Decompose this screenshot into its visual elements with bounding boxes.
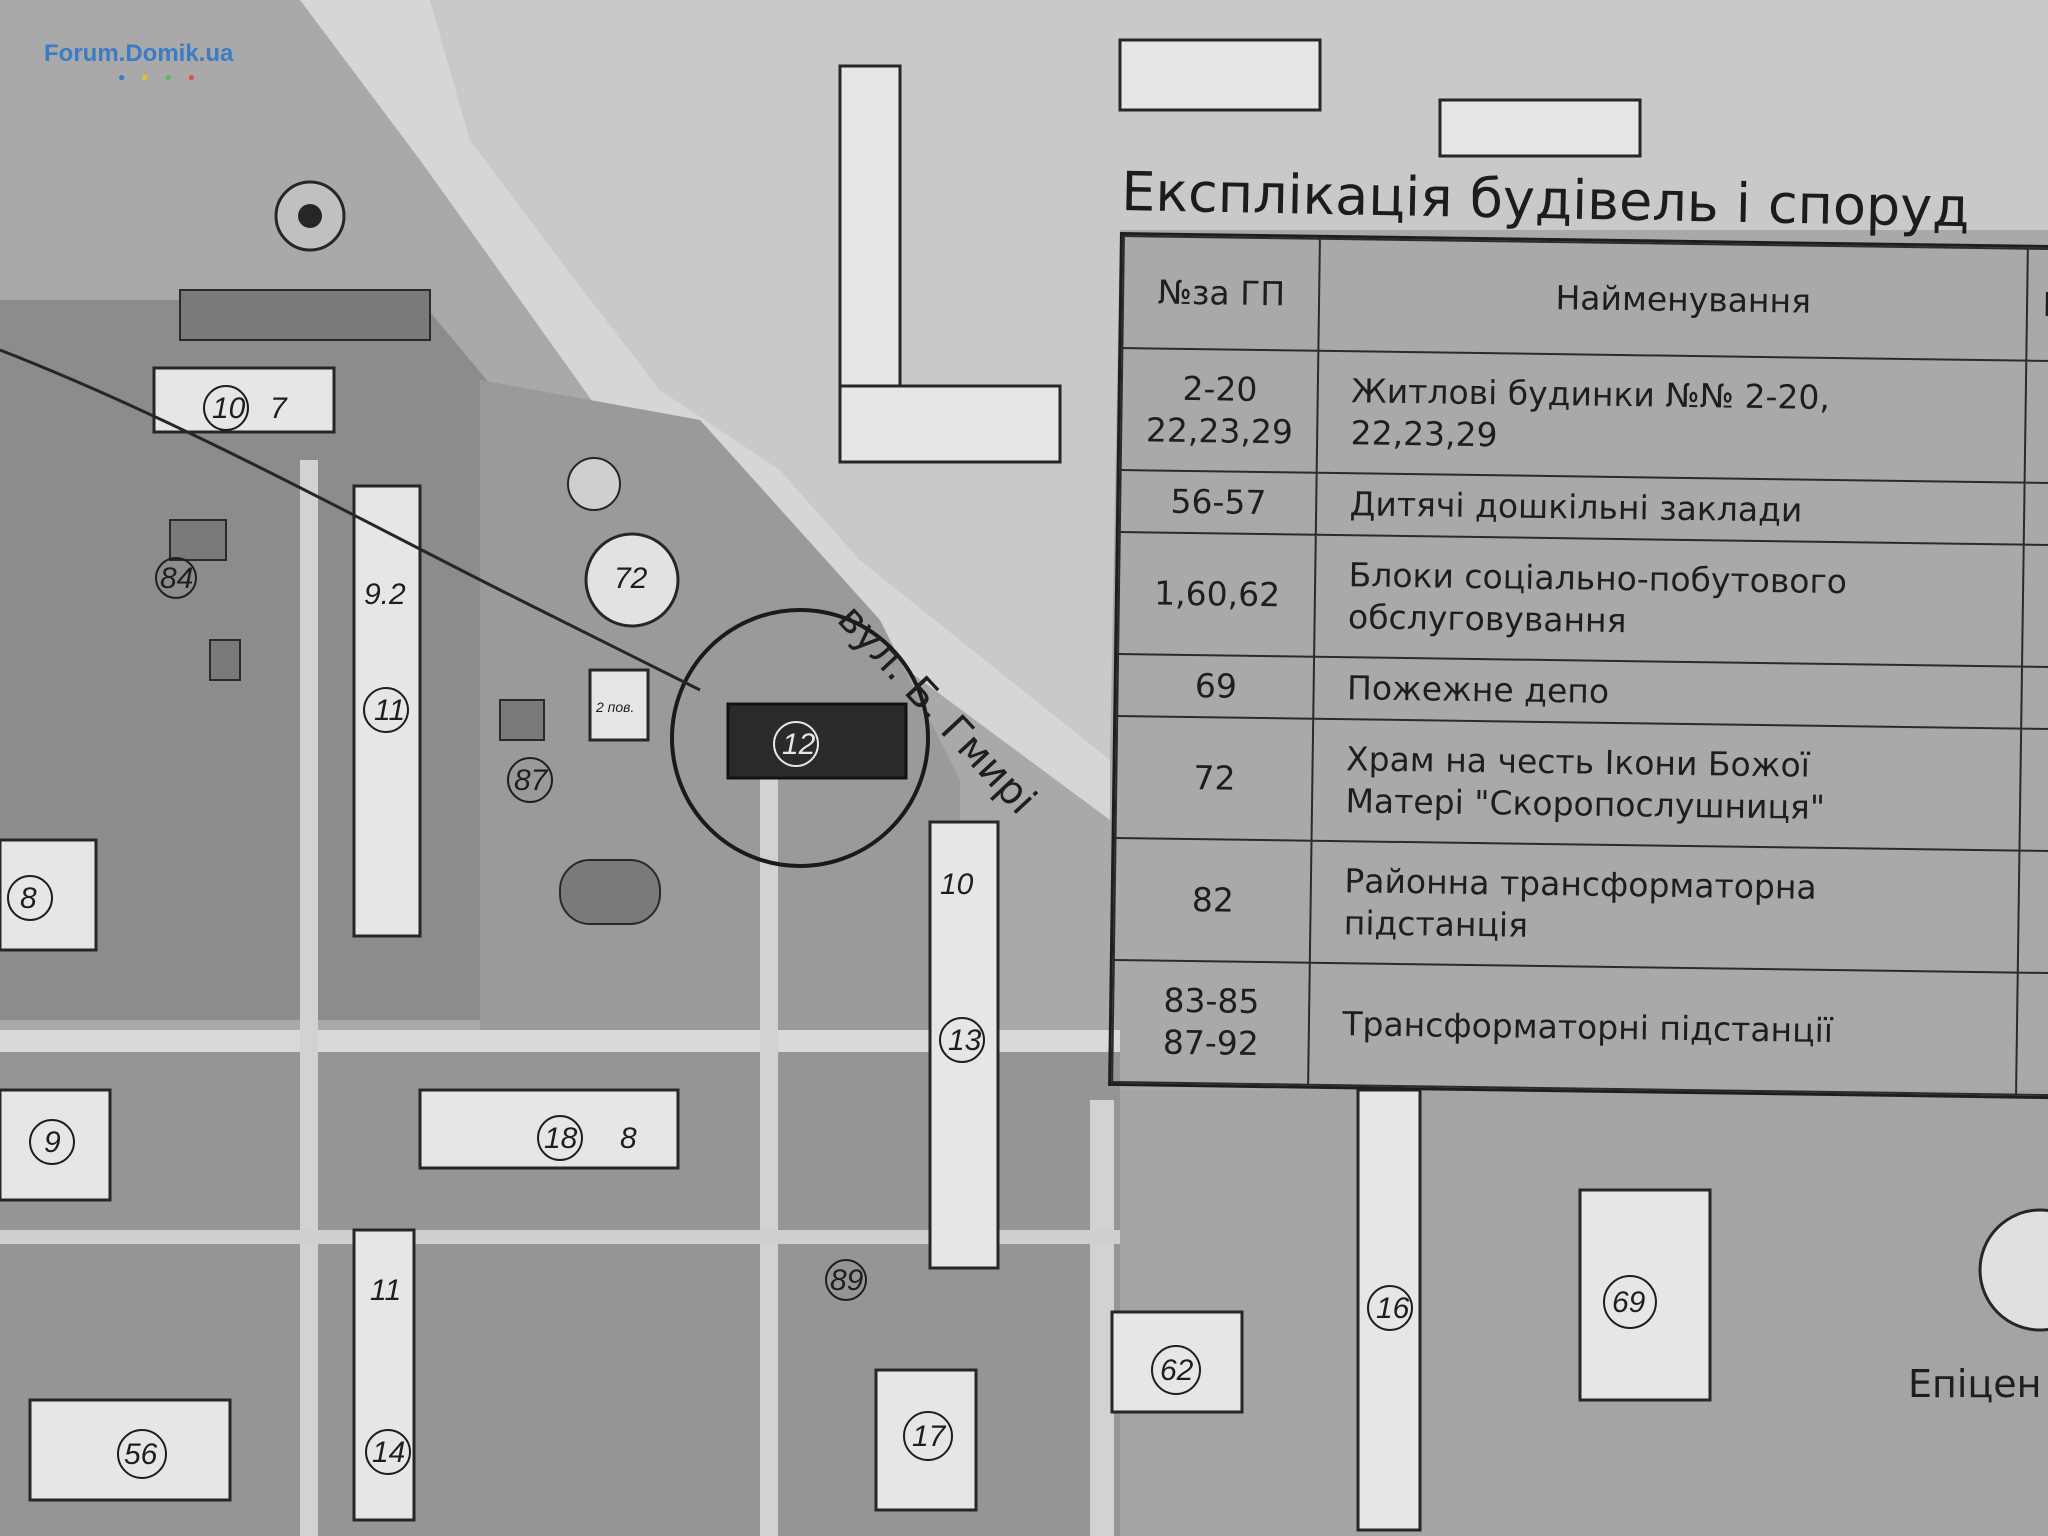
church-72 <box>584 532 680 628</box>
label-building: 56 <box>124 1438 158 1471</box>
row-name: Районна трансформаторна підстанція <box>1310 841 2020 973</box>
label-building: 10 <box>940 868 974 901</box>
row-number: 1,60,62 <box>1118 532 1317 657</box>
table-row: 1,60,62 Блоки соціально-побутового обслу… <box>1118 532 2048 668</box>
row-extra <box>2021 544 2048 668</box>
store-marker <box>1978 1208 2048 1332</box>
label-building: 11 <box>374 694 405 727</box>
column-header-name: Найменування <box>1318 238 2028 361</box>
street-horizontal <box>0 1030 1120 1052</box>
roundabout-center <box>298 204 322 228</box>
table-row: 2-20 22,23,29 Житлові будинки №№ 2-20, 2… <box>1120 348 2048 484</box>
building-11 <box>352 484 422 938</box>
store-label: Епіцен <box>1908 1362 2042 1406</box>
building-18 <box>418 1088 680 1170</box>
street-vertical-central <box>760 760 778 1536</box>
row-number: 2-20 22,23,29 <box>1120 348 1319 473</box>
building-17 <box>874 1368 978 1512</box>
church-annex <box>567 457 621 511</box>
label-building: 89 <box>830 1264 864 1297</box>
pen-route-line <box>0 348 701 692</box>
column-header-extra: П <box>2026 248 2048 362</box>
watermark-dots: ●●●● <box>118 70 211 84</box>
label-building: 17 <box>912 1420 947 1453</box>
label-building: 13 <box>948 1024 982 1057</box>
label-building: 18 <box>544 1122 578 1155</box>
building-56 <box>28 1398 232 1502</box>
row-name: Блоки соціально-побутового обслуговуванн… <box>1314 534 2024 667</box>
small-structure-87 <box>499 699 545 741</box>
table-row: 72 Храм на честь Ікони Божої Матері "Ско… <box>1115 716 2048 852</box>
row-extra <box>2023 482 2048 546</box>
row-number: 83-85 87-92 <box>1112 960 1311 1085</box>
row-name: Храм на честь Ікони Божої Матері "Скороп… <box>1311 719 2022 851</box>
small-structure-84 <box>169 519 227 561</box>
explication-table: №за ГП Найменування П 2-20 22,23,29 Житл… <box>1108 232 2048 1100</box>
row-name: Житлові будинки №№ 2-20, 22,23,29 <box>1317 350 2027 483</box>
highlight-circle <box>670 608 930 868</box>
table-row: 82 Районна трансформаторна підстанція <box>1113 838 2048 974</box>
building-north-horizontal <box>838 384 1062 464</box>
label-building: 16 <box>1376 1292 1410 1325</box>
row-extra <box>2024 360 2048 484</box>
label-building: 9 <box>44 1126 61 1159</box>
building-62 <box>1110 1310 1244 1414</box>
building-14 <box>352 1228 416 1522</box>
street-vertical-west <box>300 460 318 1536</box>
small-structure <box>209 639 241 681</box>
main-road <box>300 0 1110 820</box>
row-extra <box>2021 666 2048 730</box>
row-extra <box>2015 972 2048 1096</box>
building-8 <box>0 838 98 952</box>
label-building: 62 <box>1160 1354 1194 1387</box>
row-extra <box>2017 850 2048 974</box>
building-2-floors <box>588 668 650 742</box>
label-building: 69 <box>1612 1286 1646 1319</box>
row-number: 82 <box>1113 838 1312 963</box>
label-floors: 2 пов. <box>595 699 634 715</box>
label-building: 11 <box>370 1274 401 1307</box>
label-building: 9.2 <box>364 578 406 611</box>
label-building: 72 <box>614 562 648 595</box>
label-building: 87 <box>514 764 549 797</box>
label-building: 84 <box>160 562 193 595</box>
row-number: 56-57 <box>1119 469 1318 535</box>
row-number: 72 <box>1115 716 1314 842</box>
upper-open-area <box>430 0 2048 760</box>
building-69 <box>1578 1188 1712 1402</box>
sports-ground <box>559 859 661 925</box>
row-name: Пожежне депо <box>1313 656 2022 730</box>
street-horizontal-south <box>0 1230 1120 1244</box>
label-building: 7 <box>270 392 288 425</box>
watermark-logo: Forum.Domik.ua <box>44 40 234 67</box>
row-extra <box>2019 729 2048 852</box>
table-row: 83-85 87-92 Трансформаторні підстанції <box>1112 960 2048 1096</box>
label-building: 14 <box>372 1436 405 1469</box>
street-vertical-east <box>1090 1100 1114 1536</box>
label-building: 10 <box>212 392 246 425</box>
building-north-east <box>1118 38 1322 112</box>
parking-north <box>179 289 431 341</box>
label-building: 8 <box>620 1122 637 1155</box>
label-building-highlighted: 12 <box>782 728 816 761</box>
row-name: Трансформаторні підстанції <box>1308 962 2018 1095</box>
building-north-east-2 <box>1438 98 1642 158</box>
row-name: Дитячі дошкільні заклади <box>1316 472 2025 545</box>
building-north-vertical <box>838 64 902 408</box>
column-header-number: №за ГП <box>1122 236 1321 351</box>
table-header-row: №за ГП Найменування П <box>1122 236 2048 362</box>
building-9 <box>0 1088 112 1202</box>
row-number: 69 <box>1117 654 1315 720</box>
label-building: 8 <box>20 882 37 915</box>
